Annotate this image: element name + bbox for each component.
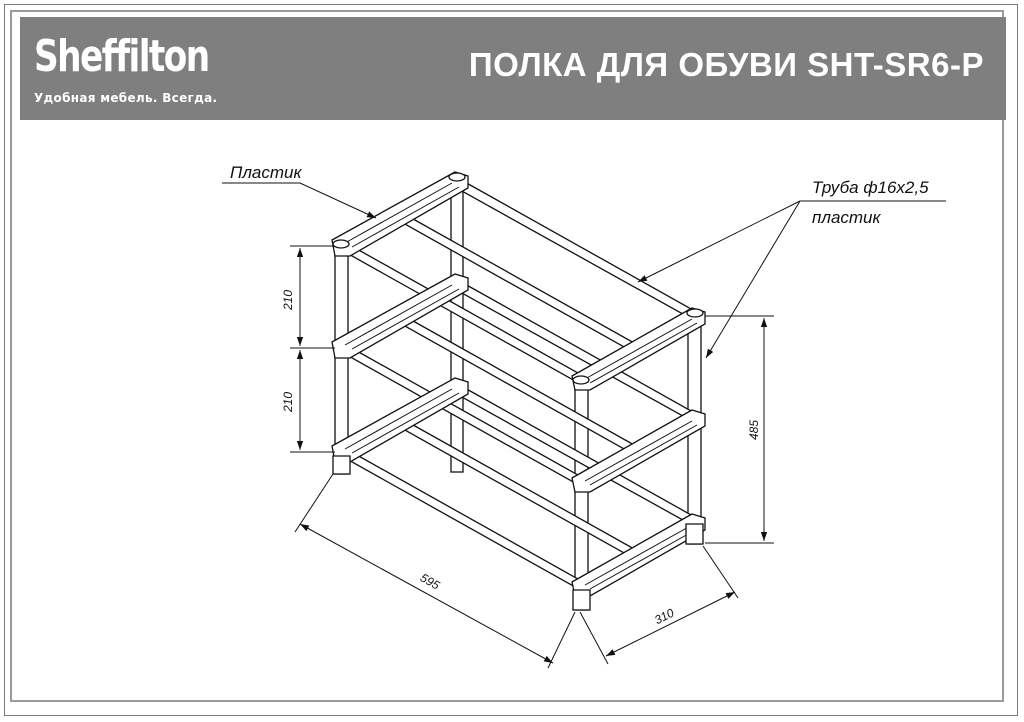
foot-back-right (685, 523, 704, 545)
label-plastic-right: пластик (812, 208, 882, 227)
cap-back-left (448, 172, 466, 182)
post-caps (332, 172, 704, 385)
feet (332, 455, 704, 611)
dim-height-upper: 210 (281, 290, 295, 311)
rack-frame (334, 180, 702, 611)
dimension-lines (290, 245, 774, 669)
foot-front-right (572, 589, 591, 611)
callout-leaders (222, 182, 946, 359)
cap-front-left (332, 239, 350, 249)
foot-front-left (332, 455, 351, 475)
dim-length: 595 (418, 571, 443, 593)
brand-logo: Sheffilton (34, 31, 210, 82)
leader-plastic-left (222, 182, 377, 219)
label-tube: Труба ф16х2,5 (812, 178, 929, 197)
label-plastic-left: Пластик (230, 163, 302, 182)
leader-plastic-right (705, 200, 801, 359)
sheet-inner-border (10, 10, 1004, 702)
tube-top-back (459, 180, 694, 319)
sheet-outer-border (4, 4, 1018, 716)
dim-height-lower: 210 (281, 392, 295, 413)
dim-line-depth (605, 591, 736, 657)
title-block-header: Sheffilton Удобная мебель. Всегда. ПОЛКА… (20, 17, 1006, 120)
dim-line-length (299, 523, 554, 664)
leader-tube (637, 200, 801, 283)
cap-front-right (572, 375, 590, 385)
brand-slogan: Удобная мебель. Всегда. (34, 91, 218, 105)
cap-back-right (686, 308, 704, 318)
tube-mid-middle (402, 316, 637, 455)
dim-depth: 310 (652, 606, 676, 628)
post-back-left (450, 181, 464, 473)
bracket-hatching (344, 182, 698, 590)
product-title: ПОЛКА ДЛЯ ОБУВИ SHT-SR6-P (468, 46, 984, 83)
right-brackets (571, 307, 706, 597)
dim-height-total: 485 (747, 420, 761, 440)
